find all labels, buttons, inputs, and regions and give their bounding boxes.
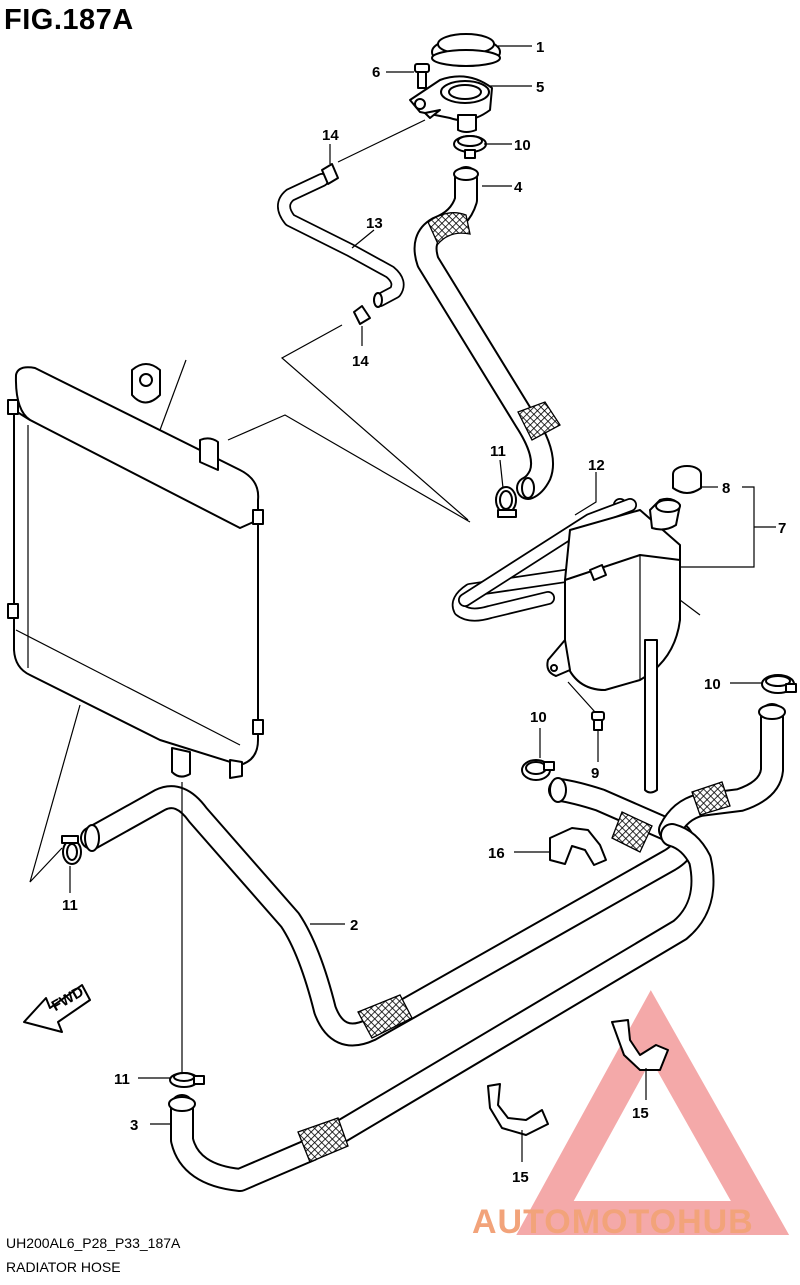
callout-12[interactable]: 12 [588,457,605,474]
callout-15-left[interactable]: 15 [512,1169,529,1186]
callout-10-right[interactable]: 10 [704,676,721,693]
hose-4 [413,166,561,500]
callout-6[interactable]: 6 [372,64,380,81]
holder-16 [549,827,607,866]
callout-13[interactable]: 13 [366,215,383,232]
cap-8 [672,465,702,494]
clip-14-bottom [353,305,371,325]
clamp-11-left [61,835,82,865]
watermark-logo [516,990,790,1235]
clamp-11-mid [495,486,517,518]
callout-1[interactable]: 1 [536,39,544,56]
callout-10-mid[interactable]: 10 [530,709,547,726]
callout-16[interactable]: 16 [488,845,505,862]
callout-14-top[interactable]: 14 [322,127,339,144]
radiator [7,363,264,779]
callout-3[interactable]: 3 [130,1117,138,1134]
hose-3 [168,823,715,1192]
radiator-cap [431,33,501,67]
clamp-10-right [761,674,797,694]
hose-2 [80,777,696,1047]
callout-7[interactable]: 7 [778,520,786,537]
figure-code: UH200AL6_P28_P33_187A [6,1235,181,1251]
figure-caption: RADIATOR HOSE [6,1259,121,1275]
watermark-text: AUTOMOTOHUB [472,1203,754,1241]
figure-title: FIG.187A [4,4,134,36]
filler-neck [409,75,493,133]
bolt-6 [414,63,430,89]
callout-2[interactable]: 2 [350,917,358,934]
clamp-11-bottom [169,1072,205,1088]
hose-upper-right [658,703,786,842]
hose-13 [277,173,405,308]
holder-15-right [611,1019,669,1071]
clamp-10-top [453,135,487,159]
svg-text:AUTOMOTOHUB: AUTOMOTOHUB [472,1203,754,1241]
reservoir-tank [451,497,681,794]
callout-4[interactable]: 4 [514,179,523,196]
callout-15-right[interactable]: 15 [632,1105,649,1122]
callout-11-mid[interactable]: 11 [490,443,506,460]
callout-8[interactable]: 8 [722,480,730,497]
callout-11-bottom[interactable]: 11 [114,1071,130,1088]
callout-9[interactable]: 9 [591,765,599,782]
holder-15-left [487,1083,549,1136]
fwd-arrow[interactable]: FWD [23,983,91,1033]
callout-10-top[interactable]: 10 [514,137,531,154]
callouts: 1 5 6 10 14 4 13 14 11 12 8 7 [62,39,786,1186]
clip-14-top [321,163,339,185]
bolt-9 [591,711,605,731]
callout-11-left[interactable]: 11 [62,897,78,914]
callout-14-bottom[interactable]: 14 [352,353,369,370]
clamp-10-mid [521,759,555,781]
callout-5[interactable]: 5 [536,79,544,96]
